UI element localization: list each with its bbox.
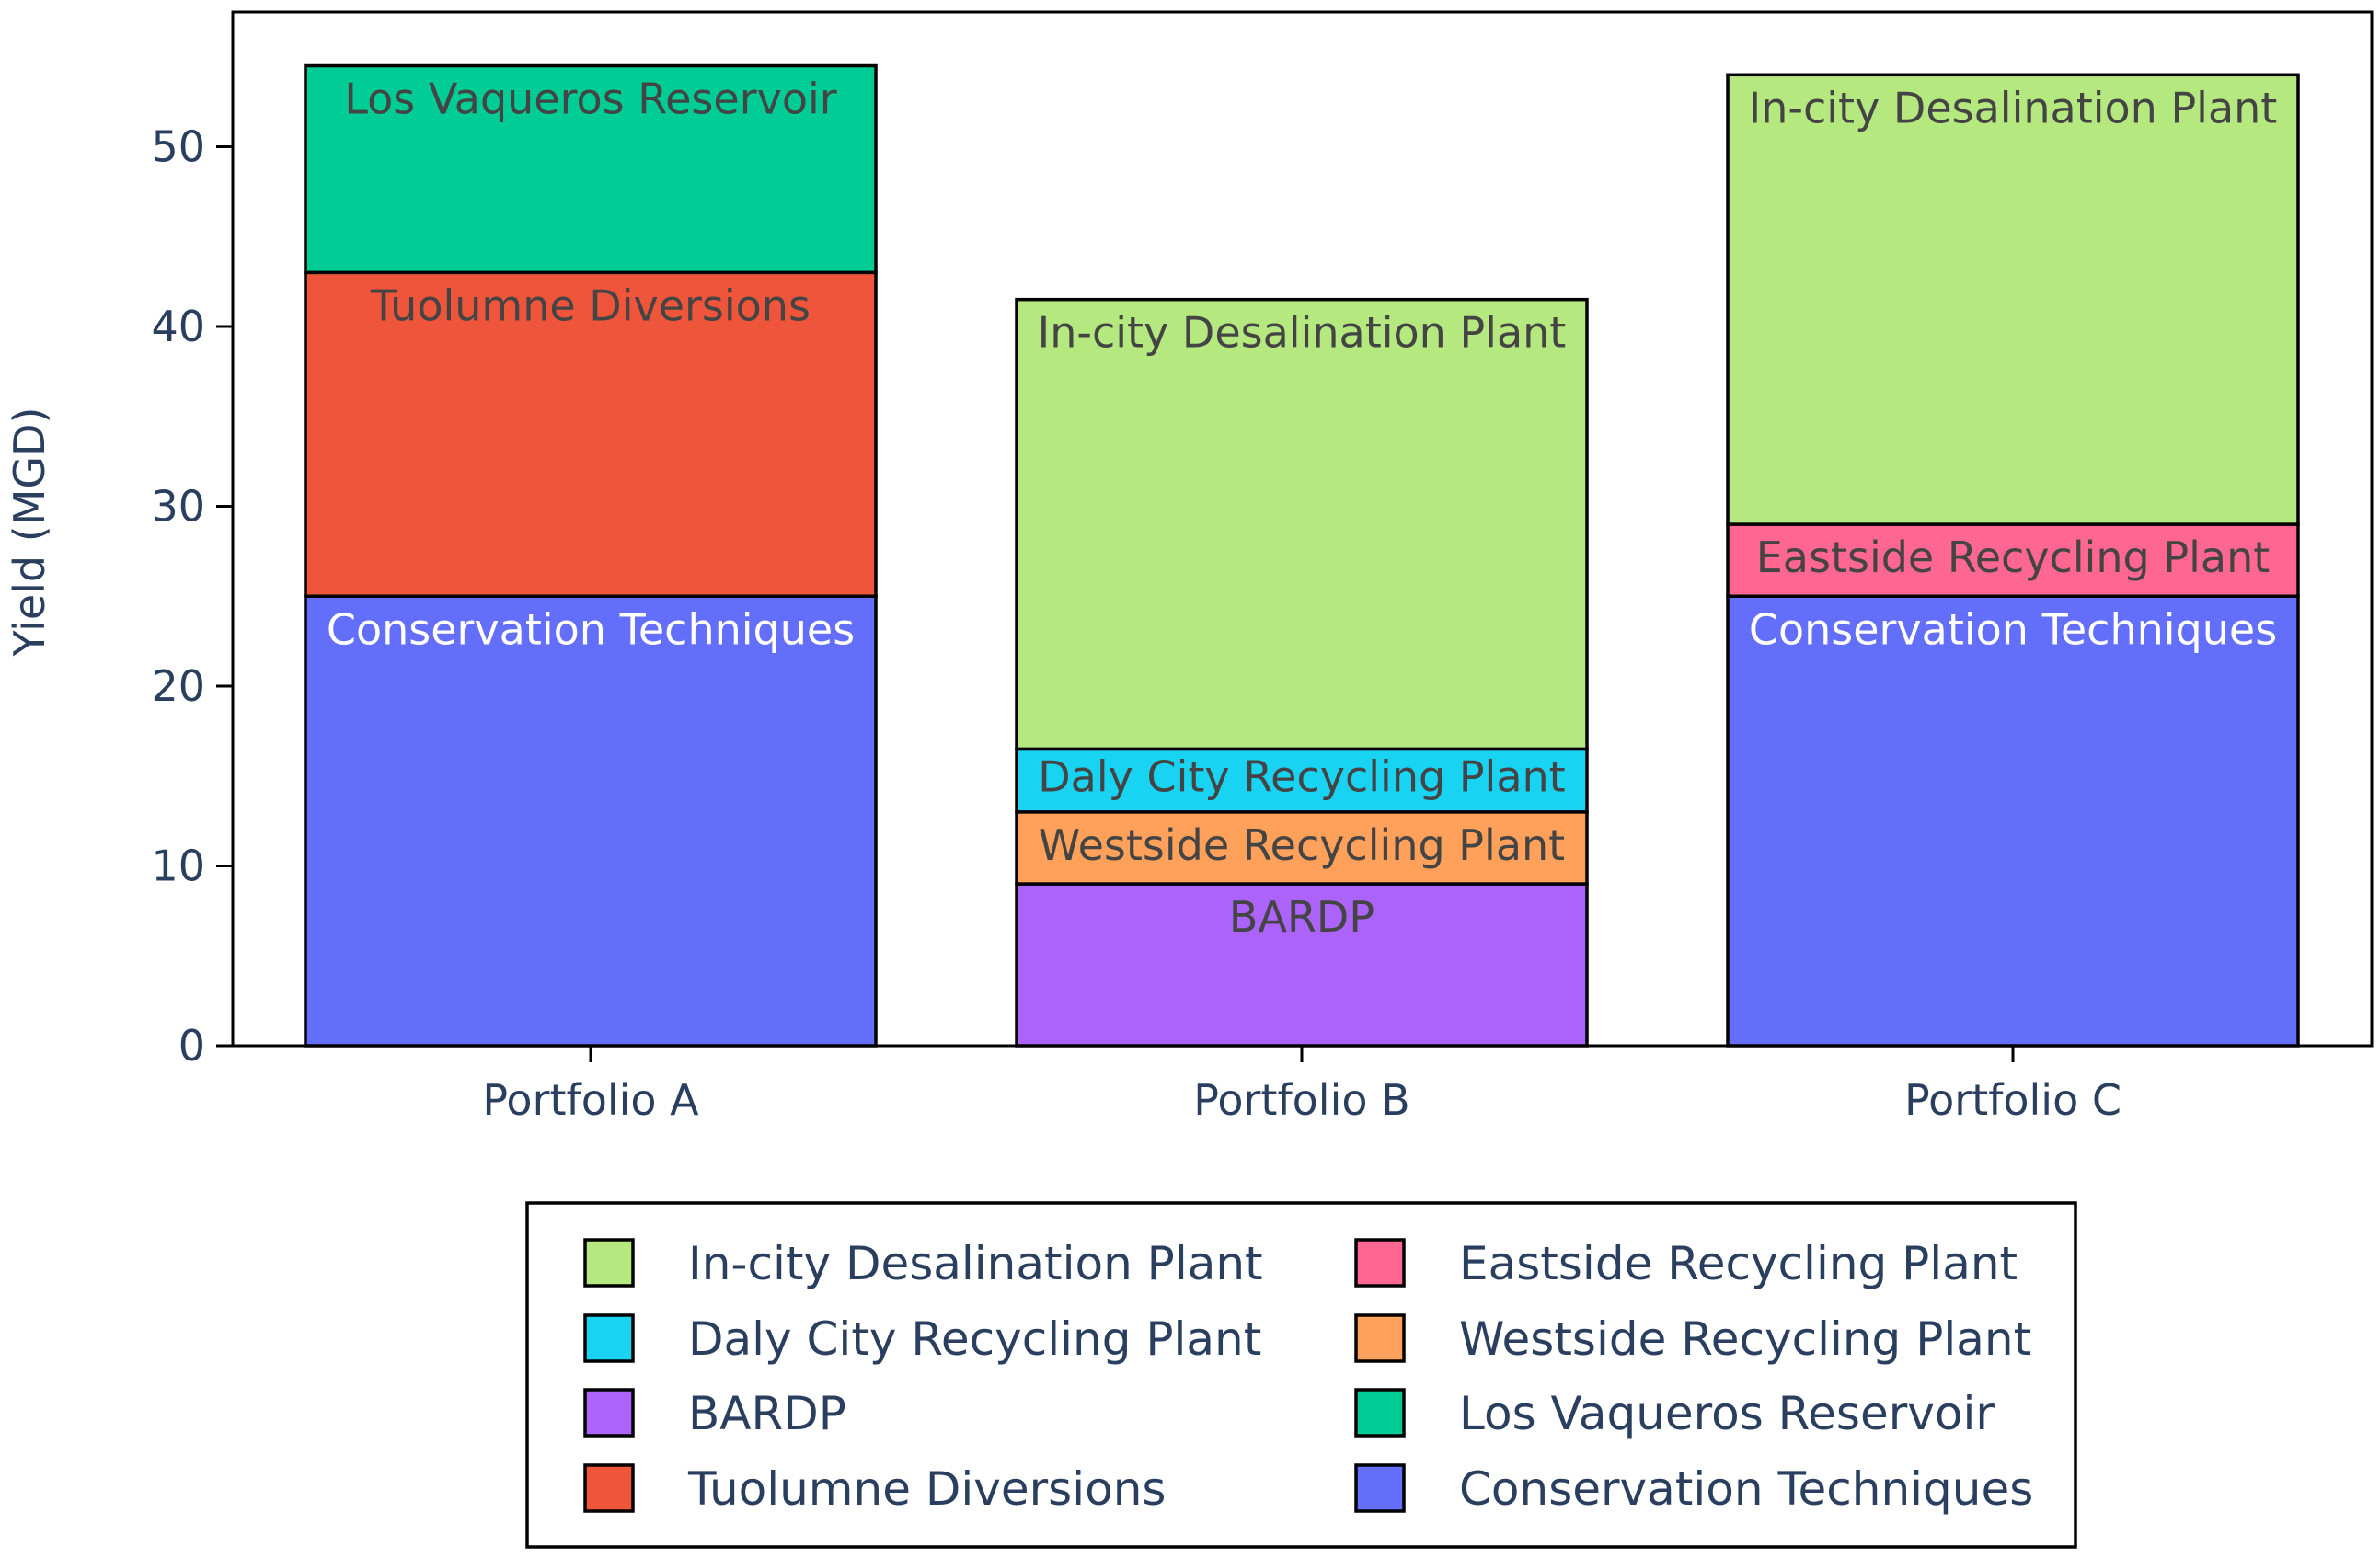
y-tick-label: 30 — [151, 482, 205, 532]
legend-swatch-los-vaqueros-reservoir — [1354, 1388, 1406, 1438]
bars-group: Conservation Techniques Tuolumne Diversio… — [304, 63, 2300, 1048]
legend-swatch-eastside-recycling-plant — [1354, 1238, 1406, 1288]
legend-swatch-in-city-desalination-plant — [583, 1238, 635, 1288]
y-tick-label: 50 — [151, 122, 205, 172]
legend-label-in-city-desalination-plant: In-city Desalination Plant — [688, 1237, 1263, 1290]
legend-frame — [525, 1201, 2077, 1549]
x-tick-label-portfolio-b: Portfolio B — [1193, 1075, 1409, 1125]
bar-label-portfolio-a-conservation-techniques: Conservation Techniques — [327, 604, 855, 654]
legend-label-tuolumne-diversions: Tuolumne Diversions — [687, 1462, 1166, 1516]
bar-label-portfolio-c-eastside-recycling-plant: Eastside Recycling Plant — [1756, 533, 2271, 582]
legend-label-eastside-recycling-plant: Eastside Recycling Plant — [1459, 1237, 2018, 1290]
bar-label-portfolio-a-tuolumne-diversions: Tuolumne Diversions — [370, 281, 811, 330]
legend-label-westside-recycling-plant: Westside Recycling Plant — [1459, 1312, 2031, 1366]
bar-segment-portfolio-b-in-city-desalination-plant — [1015, 297, 1589, 751]
legend-label-conservation-techniques: Conservation Techniques — [1459, 1462, 2033, 1516]
bar-segment-portfolio-c-in-city-desalination-plant — [1726, 73, 2300, 526]
bar-segment-portfolio-c-conservation-techniques — [1726, 594, 2300, 1048]
bar-label-portfolio-b-daly-city-recycling-plant: Daly City Recycling Plant — [1038, 751, 1565, 801]
legend-swatch-conservation-techniques — [1354, 1463, 1406, 1513]
y-tick-label: 0 — [178, 1021, 205, 1071]
bar-segment-portfolio-c-eastside-recycling-plant — [1726, 522, 2300, 598]
bar-label-portfolio-b-bardp: BARDP — [1229, 892, 1374, 942]
bar-label-portfolio-b-westside-recycling-plant: Westside Recycling Plant — [1039, 820, 1565, 870]
bar-label-portfolio-c-in-city-desalination-plant: In-city Desalination Plant — [1749, 83, 2278, 132]
bar-segment-portfolio-a-conservation-techniques — [304, 594, 878, 1048]
y-axis-title: Yield (MGD) — [5, 407, 54, 658]
legend-label-los-vaqueros-reservoir: Los Vaqueros Reservoir — [1459, 1387, 1995, 1440]
bar-segment-portfolio-a-los-vaqueros-reservoir — [304, 63, 878, 275]
x-tick-label-portfolio-a: Portfolio A — [482, 1075, 699, 1125]
x-tick-label-portfolio-c: Portfolio C — [1904, 1075, 2121, 1125]
bar-segment-portfolio-a-tuolumne-diversions — [304, 270, 878, 598]
legend-label-daly-city-recycling-plant: Daly City Recycling Plant — [688, 1312, 1261, 1366]
bar-segment-portfolio-b-daly-city-recycling-plant — [1015, 747, 1589, 814]
y-tick-label: 20 — [151, 661, 205, 711]
bar-label-portfolio-a-los-vaqueros-reservoir: Los Vaqueros Reservoir — [344, 74, 836, 124]
legend-swatch-bardp — [583, 1388, 635, 1438]
y-tick-label: 40 — [151, 302, 205, 351]
legend-swatch-westside-recycling-plant — [1354, 1313, 1406, 1363]
legend: In-city Desalination Plant Eastside Recyc… — [525, 1201, 2077, 1549]
legend-swatch-daly-city-recycling-plant — [583, 1313, 635, 1363]
bar-label-portfolio-b-in-city-desalination-plant: In-city Desalination Plant — [1038, 308, 1567, 358]
bar-segment-portfolio-b-westside-recycling-plant — [1015, 810, 1589, 886]
legend-label-bardp: BARDP — [688, 1387, 846, 1440]
y-tick-label: 10 — [151, 842, 205, 891]
bar-label-portfolio-c-conservation-techniques: Conservation Techniques — [1749, 604, 2277, 654]
legend-swatch-tuolumne-diversions — [583, 1463, 635, 1513]
